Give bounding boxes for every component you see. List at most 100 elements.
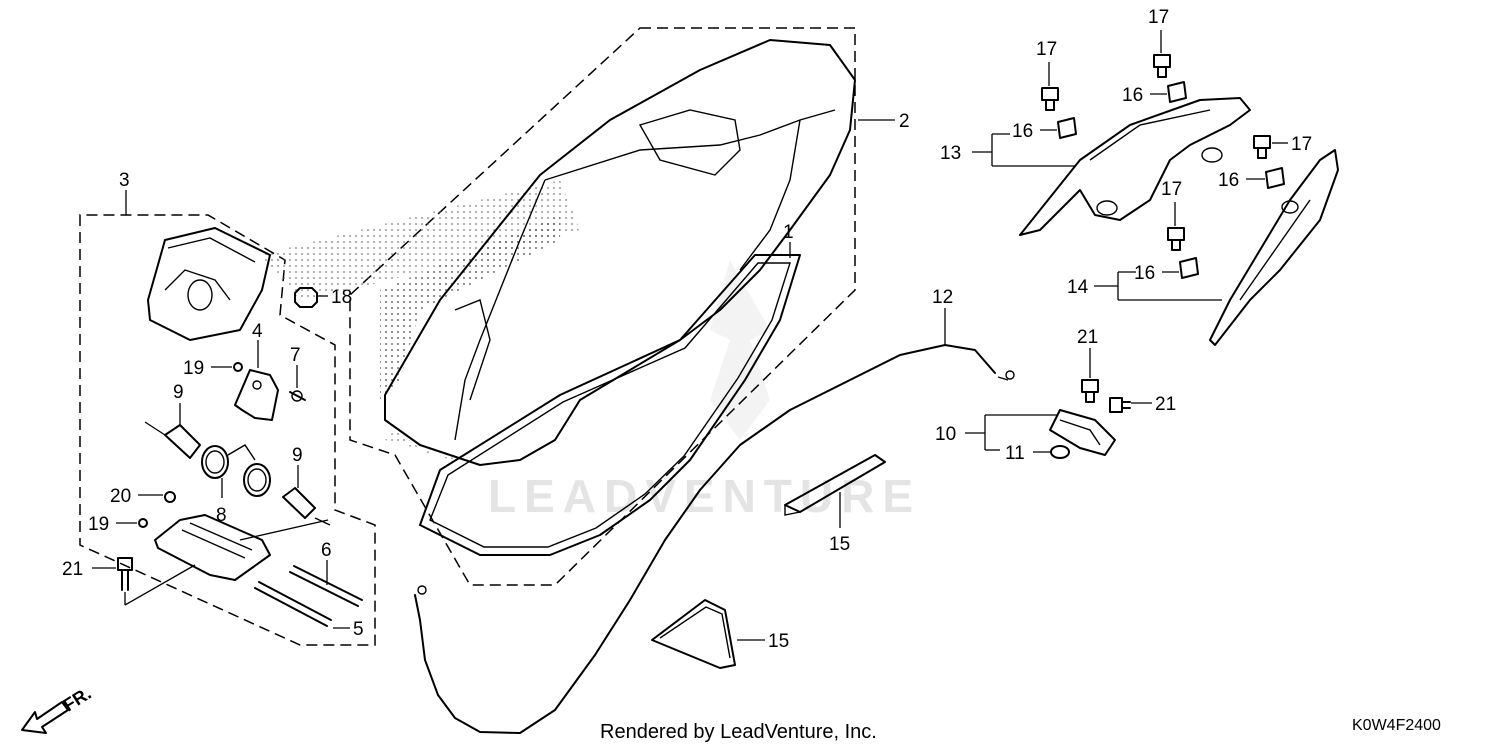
hinge-plate-part-4	[234, 369, 279, 421]
svg-text:12: 12	[932, 287, 953, 308]
svg-text:17: 17	[1036, 39, 1057, 60]
svg-text:19: 19	[183, 358, 204, 379]
rod-part-5	[254, 581, 332, 627]
callout-14: 14	[1067, 271, 1222, 301]
front-direction-arrow-icon	[21, 701, 69, 734]
svg-text:17: 17	[1148, 7, 1169, 28]
svg-text:13: 13	[940, 143, 961, 164]
callout-21-center: 21	[1077, 327, 1098, 378]
callout-15-upper: 15	[829, 492, 850, 555]
callout-5: 5	[333, 619, 364, 640]
seat-lock-cable-part-12	[414, 344, 1015, 734]
svg-text:9: 9	[292, 445, 303, 466]
callout-19-lower: 19	[88, 514, 137, 535]
callout-4: 4	[252, 321, 263, 368]
clip-part-19-lower	[138, 518, 148, 528]
svg-text:21: 21	[62, 559, 83, 580]
svg-text:16: 16	[1012, 121, 1033, 142]
svg-text:17: 17	[1291, 134, 1312, 155]
svg-text:16: 16	[1134, 263, 1155, 284]
callout-3: 3	[119, 170, 130, 215]
callout-21-right: 21	[1131, 394, 1176, 415]
seat-lock-part-10	[1049, 409, 1116, 456]
svg-text:20: 20	[110, 486, 131, 507]
bolt-part-17-d	[1167, 227, 1185, 251]
callout-12: 12	[932, 287, 953, 345]
callout-18: 18	[318, 287, 352, 308]
seat-gasket	[419, 254, 801, 556]
svg-text:21: 21	[1077, 327, 1098, 348]
callout-19-upper: 19	[183, 358, 232, 379]
svg-text:16: 16	[1122, 85, 1143, 106]
bolt-part-21-center	[1081, 379, 1099, 403]
svg-text:1: 1	[783, 222, 794, 243]
svg-text:11: 11	[1005, 443, 1025, 464]
bolt-part-17-b	[1153, 54, 1171, 78]
callout-16-a: 16	[1012, 121, 1057, 142]
clip-part-19-upper	[233, 362, 243, 372]
svg-text:19: 19	[88, 514, 109, 535]
grab-rail-part-13	[1019, 97, 1251, 236]
collar-part-9-left	[164, 424, 201, 459]
collar-part-16-c	[1265, 167, 1285, 189]
seat	[260, 39, 856, 466]
callout-2: 2	[858, 111, 910, 132]
rod-part-6	[289, 565, 363, 607]
svg-text:15: 15	[768, 631, 789, 652]
collar-part-16-d	[1179, 257, 1199, 279]
callout-7: 7	[290, 345, 301, 388]
hinge-bracket	[147, 227, 271, 341]
callout-17-b: 17	[1148, 7, 1169, 53]
svg-text:2: 2	[899, 111, 910, 132]
callout-13: 13	[940, 133, 1075, 167]
svg-text:21: 21	[1155, 394, 1176, 415]
svg-text:4: 4	[252, 321, 263, 342]
collar-part-9-right	[282, 487, 316, 519]
callout-17-c: 17	[1272, 134, 1312, 155]
callout-16-b: 16	[1122, 85, 1167, 106]
callout-21-left: 21	[62, 559, 126, 605]
watermark-text: LEADVENTURE	[488, 470, 921, 522]
svg-text:9: 9	[173, 382, 184, 403]
diagram-code: K0W4F2400	[1352, 717, 1441, 734]
callout-9-left: 9	[144, 382, 184, 436]
callout-17-a: 17	[1036, 39, 1057, 86]
bolt-part-21-right	[1109, 397, 1131, 413]
svg-text:5: 5	[353, 619, 364, 640]
grab-rail-part-14	[1209, 149, 1339, 346]
strap-part-15-lower	[651, 599, 736, 669]
seat-assembly-boundary	[349, 27, 856, 586]
callout-11: 11	[1005, 443, 1050, 464]
callout-8: 8	[216, 478, 227, 526]
callout-20: 20	[110, 486, 163, 507]
callout-6: 6	[321, 540, 332, 585]
bolt-part-17-c	[1253, 135, 1271, 159]
callout-16-d: 16	[1134, 263, 1179, 284]
svg-text:14: 14	[1067, 277, 1089, 298]
callout-1: 1	[783, 222, 794, 258]
callout-17-d: 17	[1161, 179, 1182, 226]
hinge-assembly-boundary	[79, 214, 376, 646]
svg-text:8: 8	[216, 505, 227, 526]
callout-10: 10	[935, 414, 1058, 451]
svg-text:3: 3	[119, 170, 130, 191]
hinge-base	[154, 514, 271, 581]
svg-text:15: 15	[829, 534, 850, 555]
svg-text:18: 18	[331, 287, 352, 308]
washer-part-20	[164, 491, 176, 503]
pin-part-7	[289, 390, 306, 402]
svg-text:17: 17	[1161, 179, 1182, 200]
svg-text:7: 7	[290, 345, 301, 366]
collar-part-16-b	[1167, 81, 1187, 103]
spring-part-11	[1050, 445, 1070, 459]
svg-text:16: 16	[1218, 170, 1239, 191]
svg-text:10: 10	[935, 424, 956, 445]
callout-16-c: 16	[1218, 170, 1265, 191]
callout-15-lower: 15	[737, 631, 789, 652]
bolt-part-21-left	[117, 557, 133, 591]
collar-part-16-a	[1057, 117, 1077, 139]
nut-part-18	[294, 287, 318, 308]
watermark-emblem-icon	[710, 260, 770, 440]
bolt-part-17-a	[1041, 87, 1059, 111]
